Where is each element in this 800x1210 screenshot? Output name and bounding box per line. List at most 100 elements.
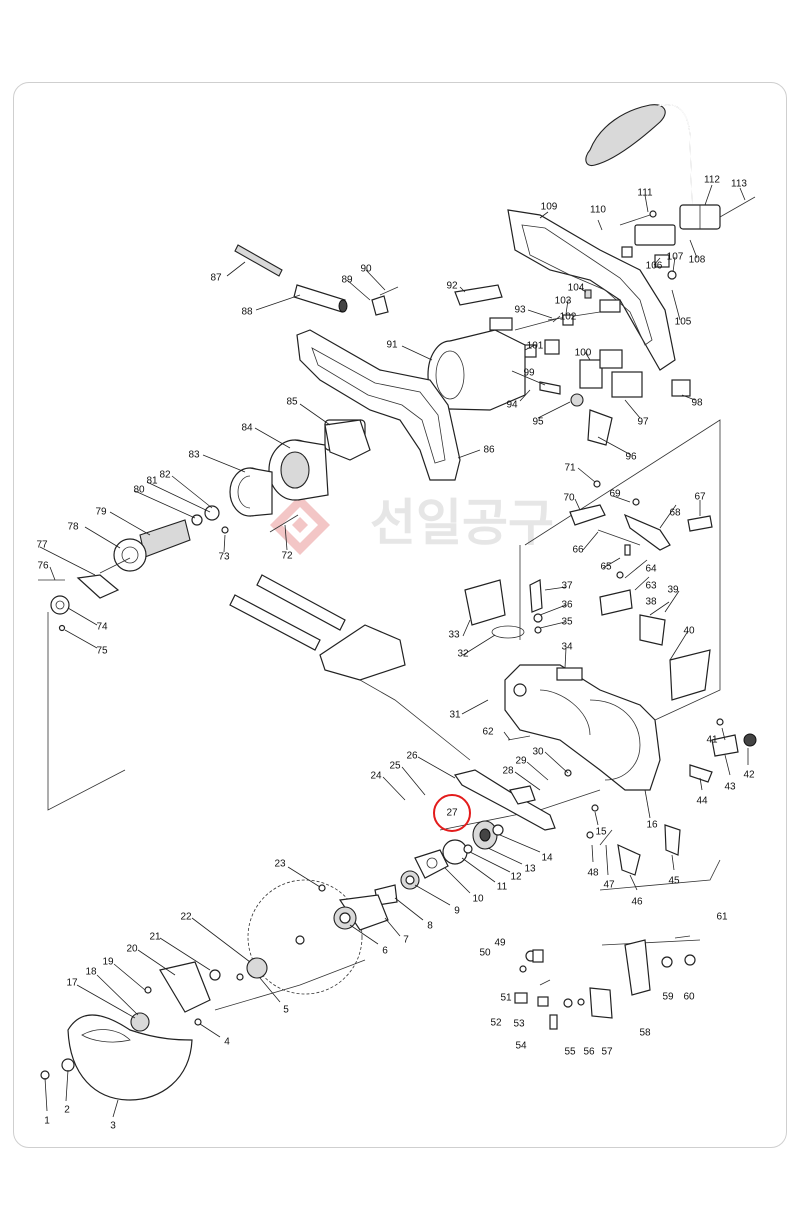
part-label-27: 27 <box>446 808 458 819</box>
blade-guard-parts <box>130 957 268 1032</box>
part-label-26: 26 <box>406 751 418 762</box>
highlighted-part-27: 27 <box>433 794 471 832</box>
part-label-88: 88 <box>241 307 253 318</box>
right-side-parts <box>599 589 757 783</box>
part-label-57: 57 <box>601 1047 613 1058</box>
part-label-56: 56 <box>583 1047 595 1058</box>
part-label-59: 59 <box>662 992 674 1003</box>
flange-stack <box>374 820 504 906</box>
part-label-28: 28 <box>502 766 514 777</box>
part-label-87: 87 <box>210 273 222 284</box>
part-label-38: 38 <box>645 597 657 608</box>
part-label-73: 73 <box>218 552 230 563</box>
field-assembly <box>268 419 371 501</box>
lower-blade-guard <box>40 1014 193 1101</box>
part-label-50: 50 <box>479 948 491 959</box>
part-label-63: 63 <box>645 581 657 592</box>
part-label-34: 34 <box>561 642 573 653</box>
part-label-71: 71 <box>564 463 576 474</box>
part-label-49: 49 <box>494 938 506 949</box>
part-label-52: 52 <box>490 1018 502 1029</box>
part-label-61: 61 <box>716 912 728 923</box>
part-label-3: 3 <box>110 1121 116 1132</box>
part-label-100: 100 <box>575 348 592 359</box>
part-label-67: 67 <box>694 492 706 503</box>
part-label-74: 74 <box>96 622 108 633</box>
part-label-12: 12 <box>510 872 522 883</box>
part-label-53: 53 <box>513 1019 525 1030</box>
part-label-41: 41 <box>706 735 718 746</box>
part-label-43: 43 <box>724 782 736 793</box>
part-label-64: 64 <box>645 564 657 575</box>
part-label-17: 17 <box>66 978 78 989</box>
part-label-24: 24 <box>370 771 382 782</box>
part-label-111: 111 <box>637 188 653 199</box>
part-label-54: 54 <box>515 1041 527 1052</box>
part-label-51: 51 <box>500 993 512 1004</box>
part-label-62: 62 <box>482 727 494 738</box>
part-label-39: 39 <box>667 585 679 596</box>
blade-assembly <box>247 879 389 995</box>
part-label-13: 13 <box>524 864 536 875</box>
part-label-4: 4 <box>224 1037 230 1048</box>
part-label-80: 80 <box>133 485 145 496</box>
part-label-82: 82 <box>159 470 171 481</box>
part-label-65: 65 <box>600 562 612 573</box>
carbon-brush-tubes <box>234 244 399 316</box>
part-label-35: 35 <box>561 617 573 628</box>
leader-lines <box>39 184 749 1118</box>
part-label-112: 112 <box>704 175 720 186</box>
part-label-81: 81 <box>146 476 158 487</box>
part-label-113: 113 <box>731 179 747 190</box>
part-label-75: 75 <box>96 646 108 657</box>
part-label-107: 107 <box>667 252 684 263</box>
part-label-22: 22 <box>180 912 192 923</box>
part-label-77: 77 <box>36 540 48 551</box>
part-label-89: 89 <box>341 275 353 286</box>
part-label-101: 101 <box>527 341 544 352</box>
part-label-10: 10 <box>472 894 484 905</box>
part-label-44: 44 <box>696 796 708 807</box>
part-label-2: 2 <box>64 1105 70 1116</box>
part-label-6: 6 <box>382 946 388 957</box>
part-label-86: 86 <box>483 445 495 456</box>
part-label-76: 76 <box>37 561 49 572</box>
part-label-90: 90 <box>360 264 372 275</box>
part-label-70: 70 <box>563 493 575 504</box>
part-label-16: 16 <box>646 820 658 831</box>
part-label-36: 36 <box>561 600 573 611</box>
part-label-19: 19 <box>102 957 114 968</box>
part-label-72: 72 <box>281 551 293 562</box>
part-label-92: 92 <box>446 281 458 292</box>
part-label-106: 106 <box>646 261 663 272</box>
part-label-47: 47 <box>603 880 615 891</box>
highlight-circle <box>433 794 471 832</box>
part-label-7: 7 <box>403 935 409 946</box>
part-label-103: 103 <box>555 296 572 307</box>
part-label-102: 102 <box>560 312 577 323</box>
part-label-69: 69 <box>609 489 621 500</box>
part-label-23: 23 <box>274 859 286 870</box>
part-label-14: 14 <box>541 853 553 864</box>
part-label-5: 5 <box>283 1005 289 1016</box>
part-label-110: 110 <box>590 205 606 216</box>
part-label-33: 33 <box>448 630 460 641</box>
work-light-assembly <box>585 104 756 280</box>
part-labels: 1 2 3 4 5 6 7 8 9 10 11 12 13 14 15 16 1… <box>36 175 755 1132</box>
part-label-58: 58 <box>639 1028 651 1039</box>
armature <box>99 505 220 574</box>
part-label-37: 37 <box>561 581 573 592</box>
watermark: 선일공구 <box>270 494 554 555</box>
motor-housing <box>427 284 561 411</box>
part-label-25: 25 <box>389 761 401 772</box>
part-label-40: 40 <box>683 626 695 637</box>
part-label-98: 98 <box>691 398 703 409</box>
watermark-logo-icon <box>270 495 330 555</box>
link-plate <box>454 769 556 831</box>
part-label-68: 68 <box>669 508 681 519</box>
lower-right-parts <box>586 804 681 876</box>
part-label-31: 31 <box>449 710 461 721</box>
part-label-29: 29 <box>515 756 527 767</box>
switch-box-parts <box>514 935 696 1030</box>
